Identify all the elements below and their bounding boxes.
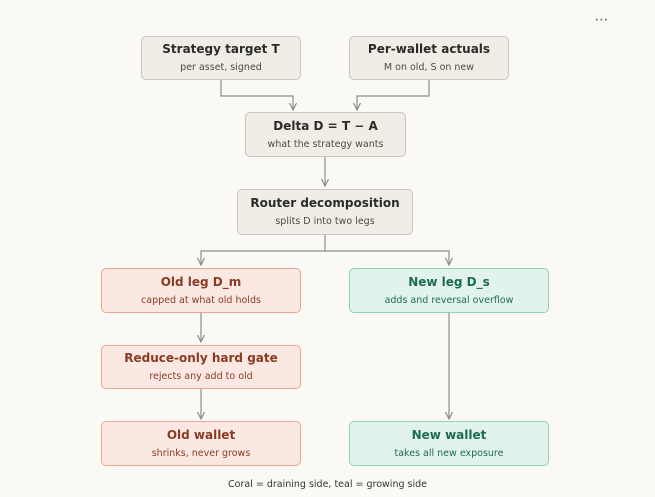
strategy-target-title: Strategy target T bbox=[162, 42, 280, 56]
router-node: Router decomposition splits D into two l… bbox=[237, 189, 413, 235]
old-leg-title: Old leg D_m bbox=[160, 274, 242, 289]
router-subtitle: splits D into two legs bbox=[275, 216, 375, 227]
arrow-router-to-old-leg bbox=[201, 235, 326, 265]
arrow-actuals-to-delta bbox=[357, 80, 430, 110]
old-wallet-node: Old wallet shrinks, never grows bbox=[101, 421, 301, 466]
delta-title: Delta D = T − A bbox=[273, 118, 378, 133]
strategy-target-node: Strategy target T per asset, signed bbox=[141, 36, 301, 80]
old-leg-subtitle: capped at what old holds bbox=[141, 294, 261, 306]
router-title: Router decomposition bbox=[250, 196, 400, 210]
per-wallet-actuals-node: Per-wallet actuals M on old, S on new bbox=[349, 36, 509, 80]
arrow-target-to-delta bbox=[220, 80, 293, 110]
old-wallet-subtitle: shrinks, never grows bbox=[151, 447, 251, 459]
new-wallet-title: New wallet bbox=[411, 427, 487, 442]
per-wallet-actuals-subtitle: M on old, S on new bbox=[383, 62, 475, 73]
new-leg-subtitle: adds and reversal overflow bbox=[384, 294, 514, 306]
legend-caption: Coral = draining side, teal = growing si… bbox=[228, 479, 427, 490]
more-options-icon[interactable]: ⋯ bbox=[594, 12, 610, 28]
delta-node: Delta D = T − A what the strategy wants bbox=[245, 112, 406, 157]
arrow-router-to-new-leg bbox=[325, 250, 449, 265]
new-wallet-subtitle: takes all new exposure bbox=[394, 447, 504, 459]
old-leg-node: Old leg D_m capped at what old holds bbox=[101, 268, 301, 313]
reduce-only-gate-title: Reduce-only hard gate bbox=[124, 351, 278, 365]
new-leg-node: New leg D_s adds and reversal overflow bbox=[349, 268, 549, 313]
strategy-target-subtitle: per asset, signed bbox=[180, 62, 262, 73]
per-wallet-actuals-title: Per-wallet actuals bbox=[367, 42, 491, 56]
reduce-only-gate-node: Reduce-only hard gate rejects any add to… bbox=[101, 345, 301, 389]
old-wallet-title: Old wallet bbox=[166, 427, 236, 442]
new-leg-title: New leg D_s bbox=[408, 274, 490, 289]
reduce-only-gate-subtitle: rejects any add to old bbox=[149, 371, 253, 382]
delta-subtitle: what the strategy wants bbox=[267, 138, 384, 150]
new-wallet-node: New wallet takes all new exposure bbox=[349, 421, 549, 466]
